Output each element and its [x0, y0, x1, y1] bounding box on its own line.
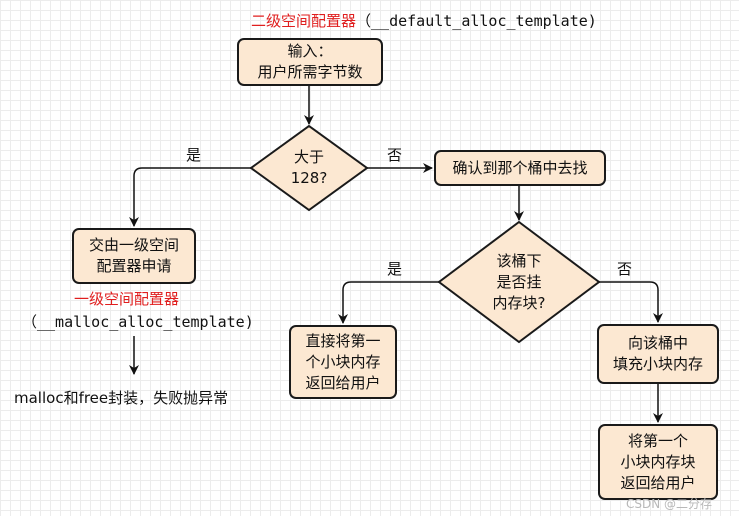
return-after-fill-label: 将第一个 小块内存块 返回给用户: [620, 431, 696, 492]
edge-label-yes-bucket: 是: [387, 260, 403, 278]
decision-bucket-label: 该桶下 是否挂 内存块?: [492, 251, 546, 312]
return-direct-label: 直接将第一 个小块内存 返回给用户: [305, 331, 381, 392]
first-level-title-red: 一级空间配置器: [74, 290, 180, 308]
return-after-fill-node: 将第一个 小块内存块 返回给用户: [598, 424, 718, 500]
find-bucket-node-label: 确认到那个桶中去找: [452, 158, 588, 177]
first-level-title-code: （__malloc_alloc_template): [22, 313, 254, 331]
arrow-decision-yes-to-first-level: [129, 167, 251, 227]
first-level-note: malloc和free封装，失败抛异常: [14, 389, 229, 407]
edge-label-no-128: 否: [387, 146, 403, 164]
decision-128-label: 大于 128?: [290, 148, 328, 187]
diagram-title: 二级空间配置器（__default_alloc_template): [251, 10, 597, 31]
edge-label-no-bucket: 否: [617, 260, 633, 278]
return-direct-node: 直接将第一 个小块内存 返回给用户: [289, 325, 397, 399]
diagram-title-code: （__default_alloc_template): [356, 12, 597, 30]
fill-bucket-node: 向该桶中 填充小块内存: [597, 324, 719, 384]
decision-128-shape: [249, 124, 369, 212]
first-level-request-node: 交由一级空间 配置器申请: [72, 228, 196, 284]
arrow-bucket-yes-to-return-direct: [338, 281, 439, 324]
input-node-label: 输入： 用户所需字节数: [257, 42, 363, 81]
decision-bucket-shape: [437, 220, 601, 344]
fill-bucket-label: 向该桶中 填充小块内存: [612, 334, 703, 373]
input-node: 输入： 用户所需字节数: [237, 38, 383, 86]
first-level-request-label: 交由一级空间 配置器申请: [88, 236, 179, 275]
diagram-title-red: 二级空间配置器: [251, 12, 357, 30]
edge-label-yes-128: 是: [186, 146, 202, 164]
find-bucket-node: 确认到那个桶中去找: [434, 150, 606, 186]
arrow-bucket-no-to-fill: [599, 281, 663, 323]
csdn-watermark: CSDN @二分存: [626, 497, 713, 511]
